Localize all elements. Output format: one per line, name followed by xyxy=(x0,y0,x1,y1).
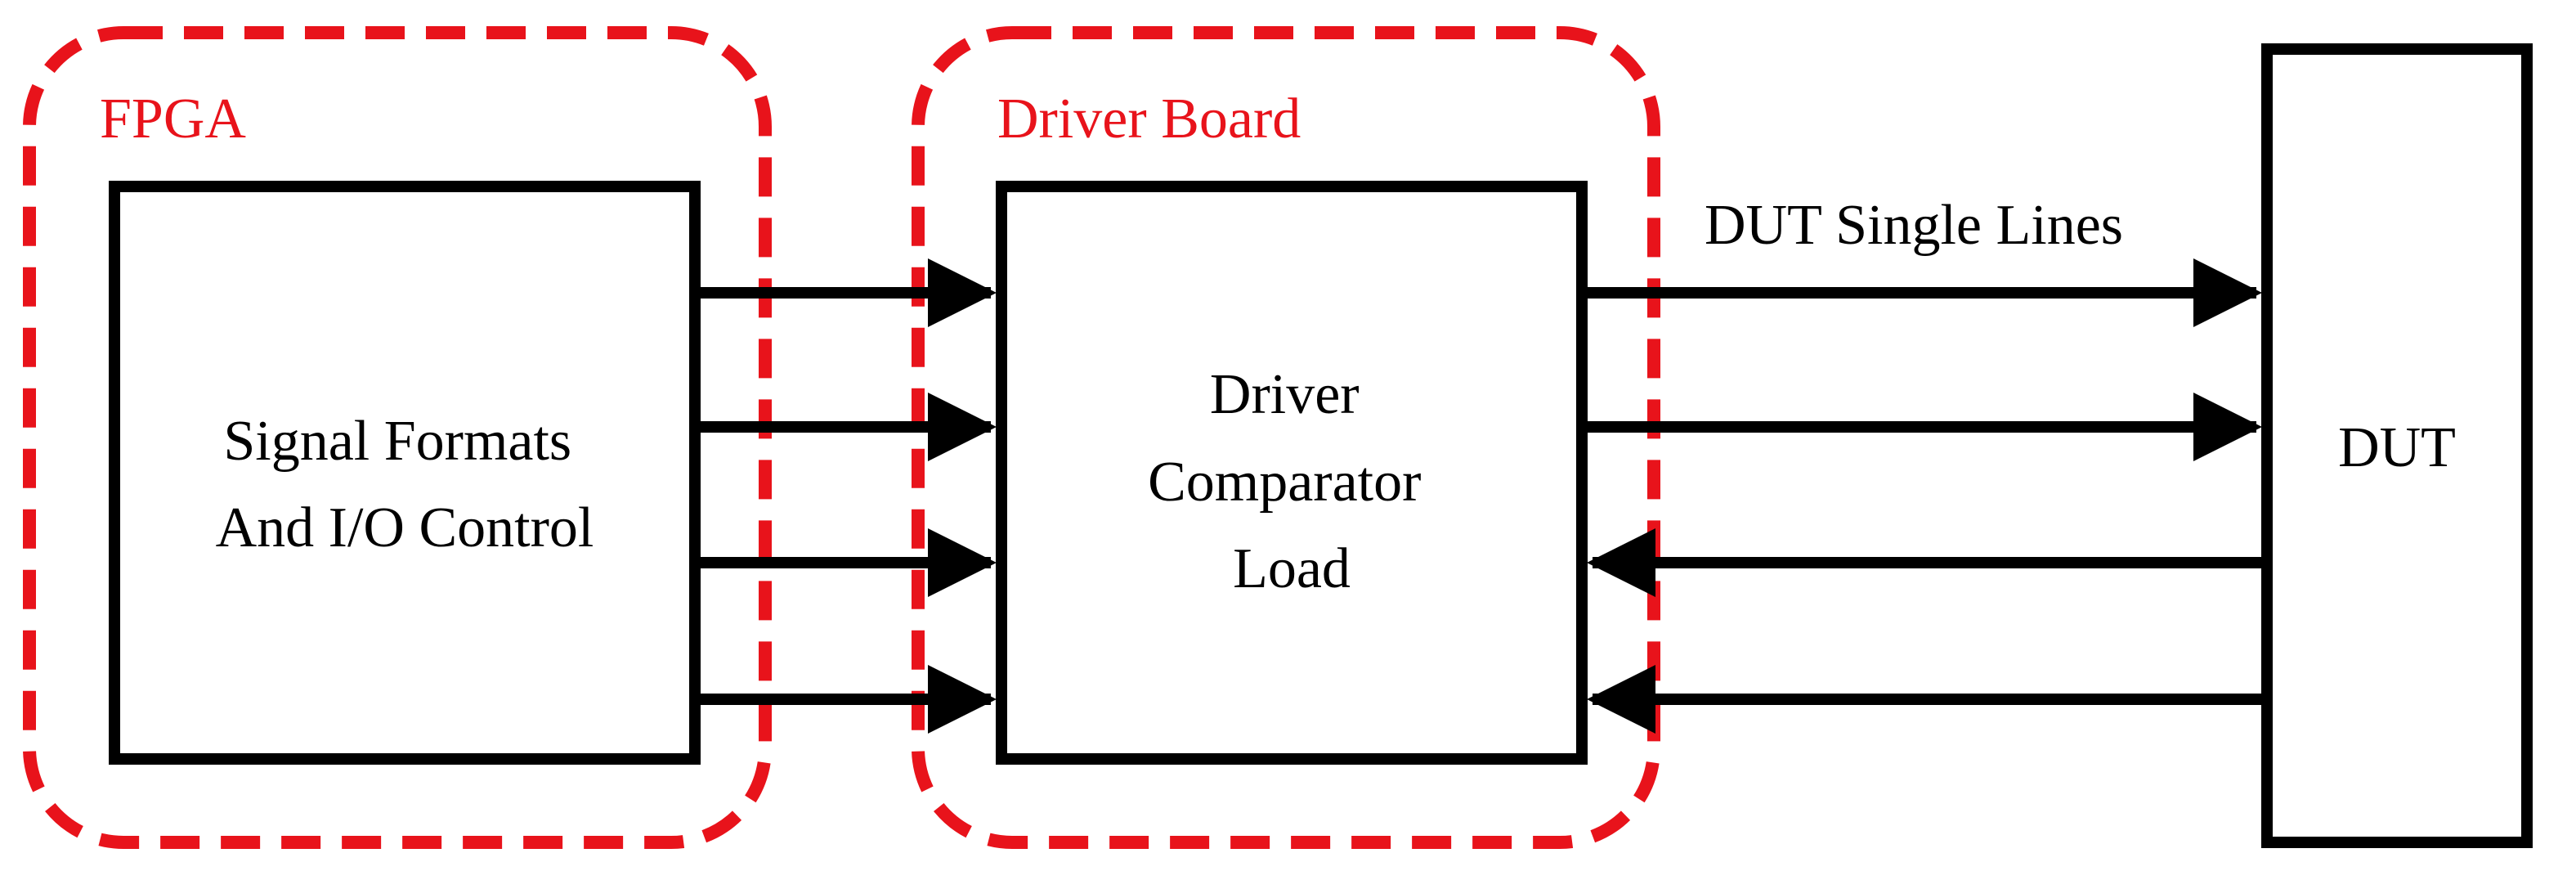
driver-block-line-3: Load xyxy=(1233,537,1351,600)
fpga-group-label: FPGA xyxy=(100,88,246,150)
fpga-group: FPGA xyxy=(23,26,772,849)
driver-board-group: Driver Board xyxy=(912,26,1660,849)
fpga-block-outline xyxy=(109,181,701,765)
driver-block-line-2: Comparator xyxy=(1148,451,1421,514)
dut-block: DUT xyxy=(2261,43,2533,848)
dut-block-outline xyxy=(2261,43,2533,848)
driver-block: Driver Comparator Load xyxy=(996,181,1588,765)
driver-block-line-1: Driver xyxy=(1210,363,1360,426)
driver-board-group-label: Driver Board xyxy=(997,88,1301,150)
driver-board-group-outline xyxy=(912,26,1660,849)
dut-block-line-1: DUT xyxy=(2338,416,2456,479)
fpga-block: Signal Formats And I/O Control xyxy=(109,181,701,765)
fpga-group-outline xyxy=(23,26,772,849)
fpga-to-driver-arrows xyxy=(701,258,997,734)
fpga-block-text: Signal Formats And I/O Control xyxy=(216,410,594,559)
fpga-block-line-2: And I/O Control xyxy=(216,496,594,559)
dut-block-text: DUT xyxy=(2338,416,2456,479)
driver-dut-arrows xyxy=(1587,258,2262,734)
fpga-block-line-1: Signal Formats xyxy=(223,410,571,473)
dut-single-lines-label: DUT Single Lines xyxy=(1705,194,2123,257)
driver-block-text: Driver Comparator Load xyxy=(1148,363,1436,600)
driver-block-outline xyxy=(996,181,1588,765)
